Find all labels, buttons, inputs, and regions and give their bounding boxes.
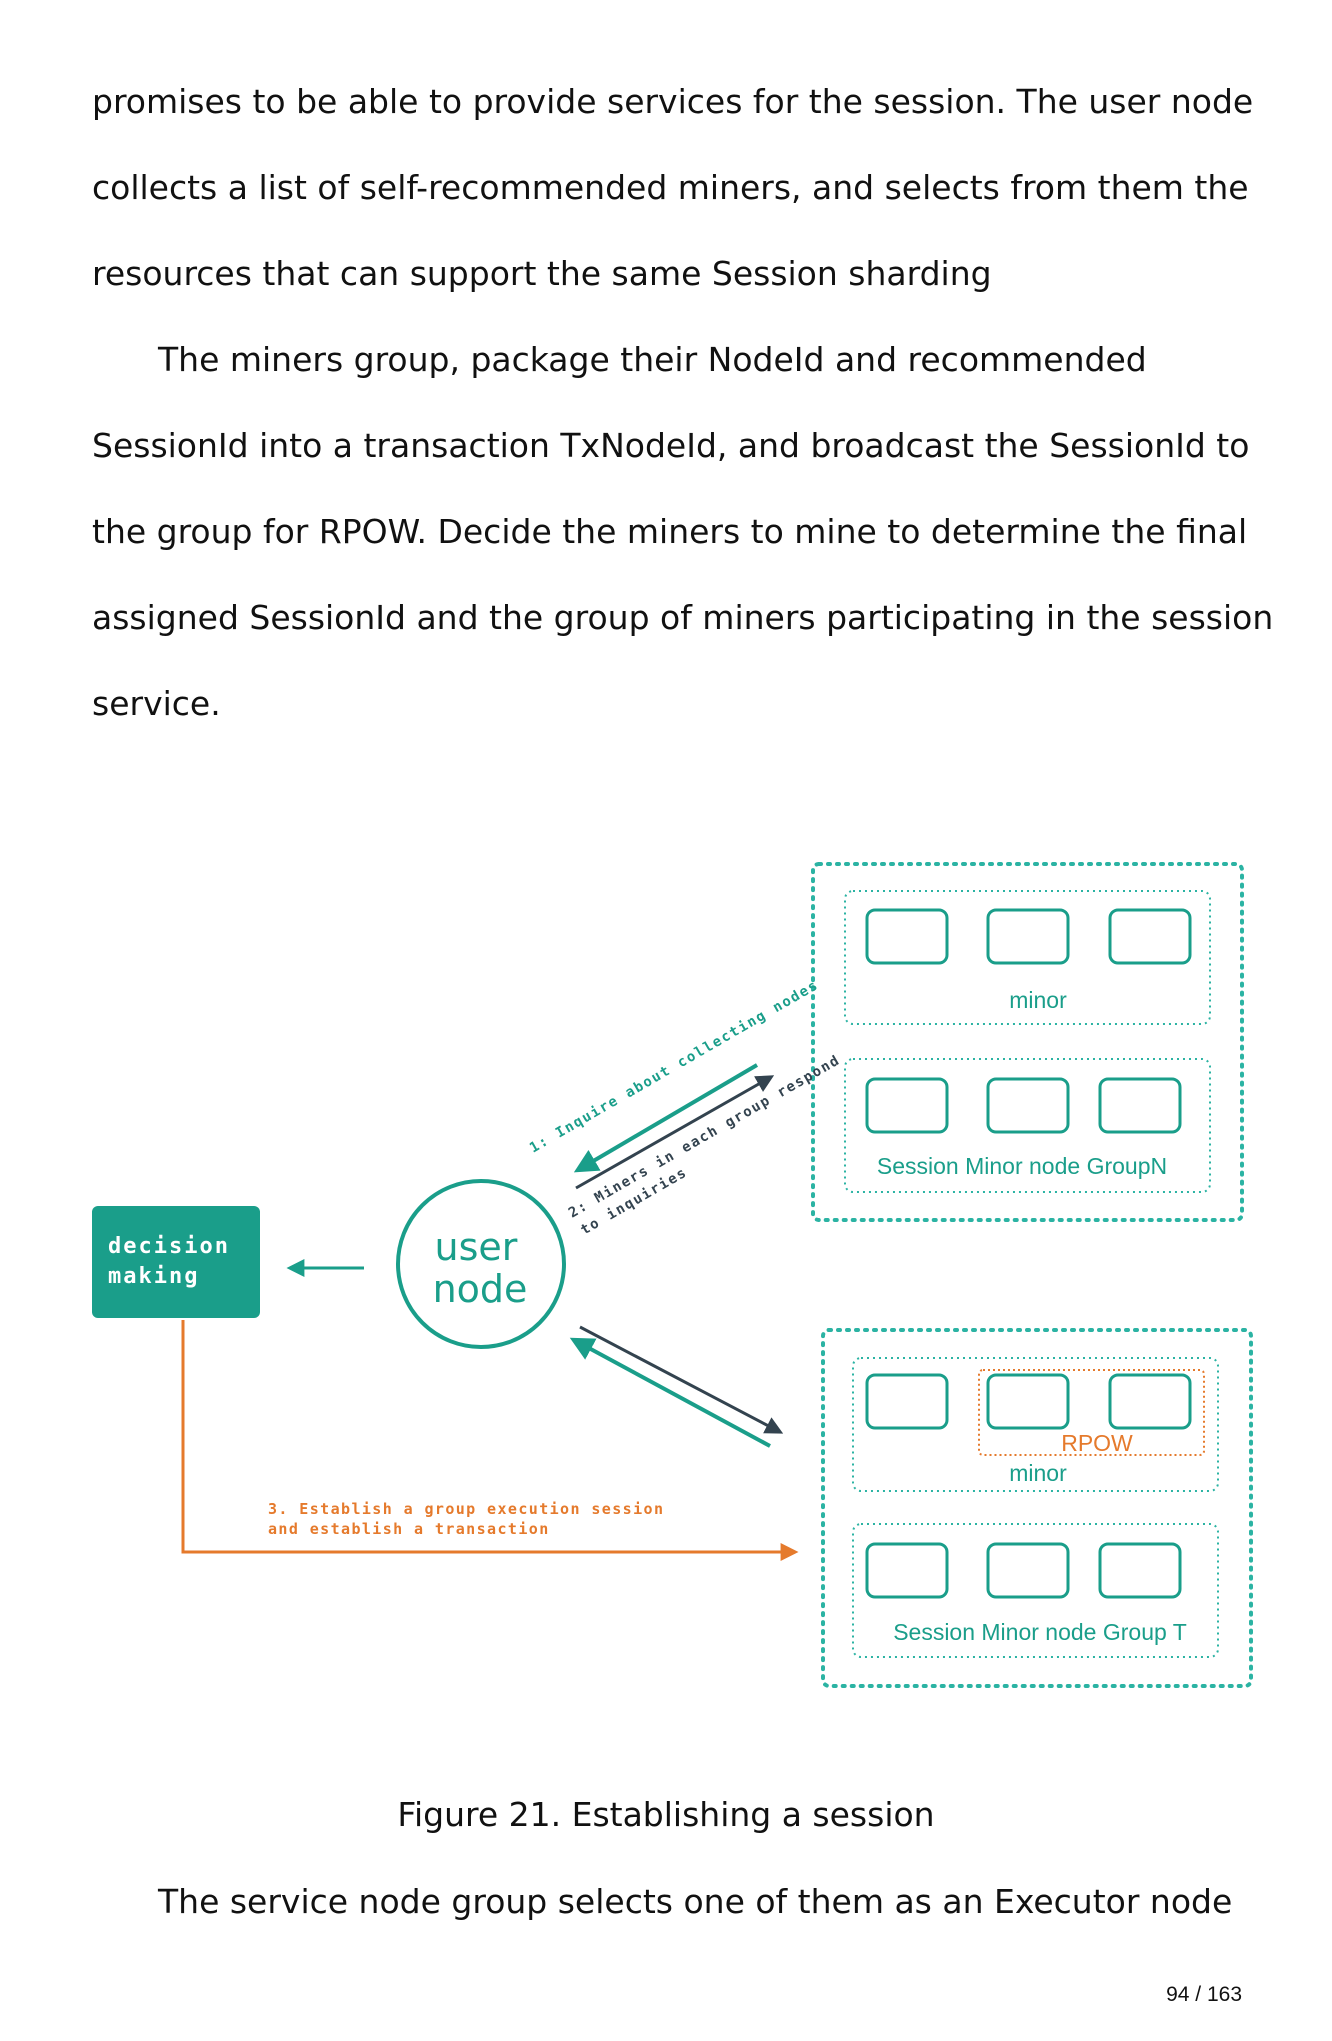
miner-box <box>865 1542 949 1599</box>
session-diagram: minor Session Minor node GroupN RPOW min… <box>92 862 1253 1688</box>
user-node-label-line1: user <box>435 1225 518 1269</box>
decision-making-box <box>92 1206 260 1318</box>
text-line: the group for RPOW. Decide the miners to… <box>92 512 1248 551</box>
group-t-minor-area <box>852 1357 1219 1492</box>
group-n-minor-area <box>844 890 1211 1025</box>
rpow-area <box>978 1369 1205 1456</box>
miner-box <box>986 1373 1070 1430</box>
group-t-inner-label: minor <box>1009 1460 1067 1486</box>
miner-box <box>1108 1373 1192 1430</box>
group-n-container <box>811 862 1244 1222</box>
group-n-label: Session Minor node GroupN <box>877 1153 1167 1179</box>
arrow-to-group-t <box>579 1325 784 1434</box>
text-line: SessionId into a transaction TxNodeId, a… <box>92 426 1250 465</box>
miner-box <box>865 908 949 965</box>
group-t-container <box>821 1328 1253 1688</box>
text-line: collects a list of self-recommended mine… <box>92 168 1249 207</box>
miner-box <box>865 1373 949 1430</box>
user-node <box>396 1179 566 1349</box>
miner-box <box>986 908 1070 965</box>
miner-box <box>1098 1077 1182 1134</box>
text-line: The miners group, package their NodeId a… <box>158 340 1147 379</box>
figure-caption: Figure 21. Establishing a session <box>397 1795 935 1834</box>
arrow-inquire <box>573 1063 759 1173</box>
text-line: service. <box>92 684 221 723</box>
text-line: The service node group selects one of th… <box>158 1882 1233 1921</box>
arrow2-label-line1: 2: Miners in each group respond <box>566 1052 843 1221</box>
arrow1-label: 1: Inquire about collecting nodes <box>527 977 822 1156</box>
arrow3-label-line2: and establish a transaction <box>268 1520 550 1538</box>
text-line: promises to be able to provide services … <box>92 82 1254 121</box>
group-t-label: Session Minor node Group T <box>893 1619 1187 1645</box>
arrow-from-group-t <box>569 1337 771 1448</box>
text-line: assigned SessionId and the group of mine… <box>92 598 1274 637</box>
arrow-respond <box>575 1075 775 1190</box>
text-line: resources that can support the same Sess… <box>92 254 992 293</box>
group-t-session-area <box>852 1523 1219 1658</box>
user-node-label-line2: node <box>433 1267 528 1311</box>
decision-label-line1: decision <box>108 1234 230 1259</box>
miner-box <box>1108 908 1192 965</box>
page-number: 94 / 163 <box>1166 1983 1242 2006</box>
arrow3-label-line1: 3. Establish a group execution session <box>268 1500 664 1518</box>
group-n-session-area <box>844 1058 1211 1193</box>
arrow-establish-session <box>181 1320 799 1561</box>
miner-box <box>986 1542 1070 1599</box>
miner-box <box>865 1077 949 1134</box>
group-n-inner-label: minor <box>1009 987 1067 1013</box>
miner-box <box>986 1077 1070 1134</box>
rpow-label: RPOW <box>1061 1430 1133 1456</box>
miner-box <box>1098 1542 1182 1599</box>
decision-label-line2: making <box>108 1264 199 1289</box>
